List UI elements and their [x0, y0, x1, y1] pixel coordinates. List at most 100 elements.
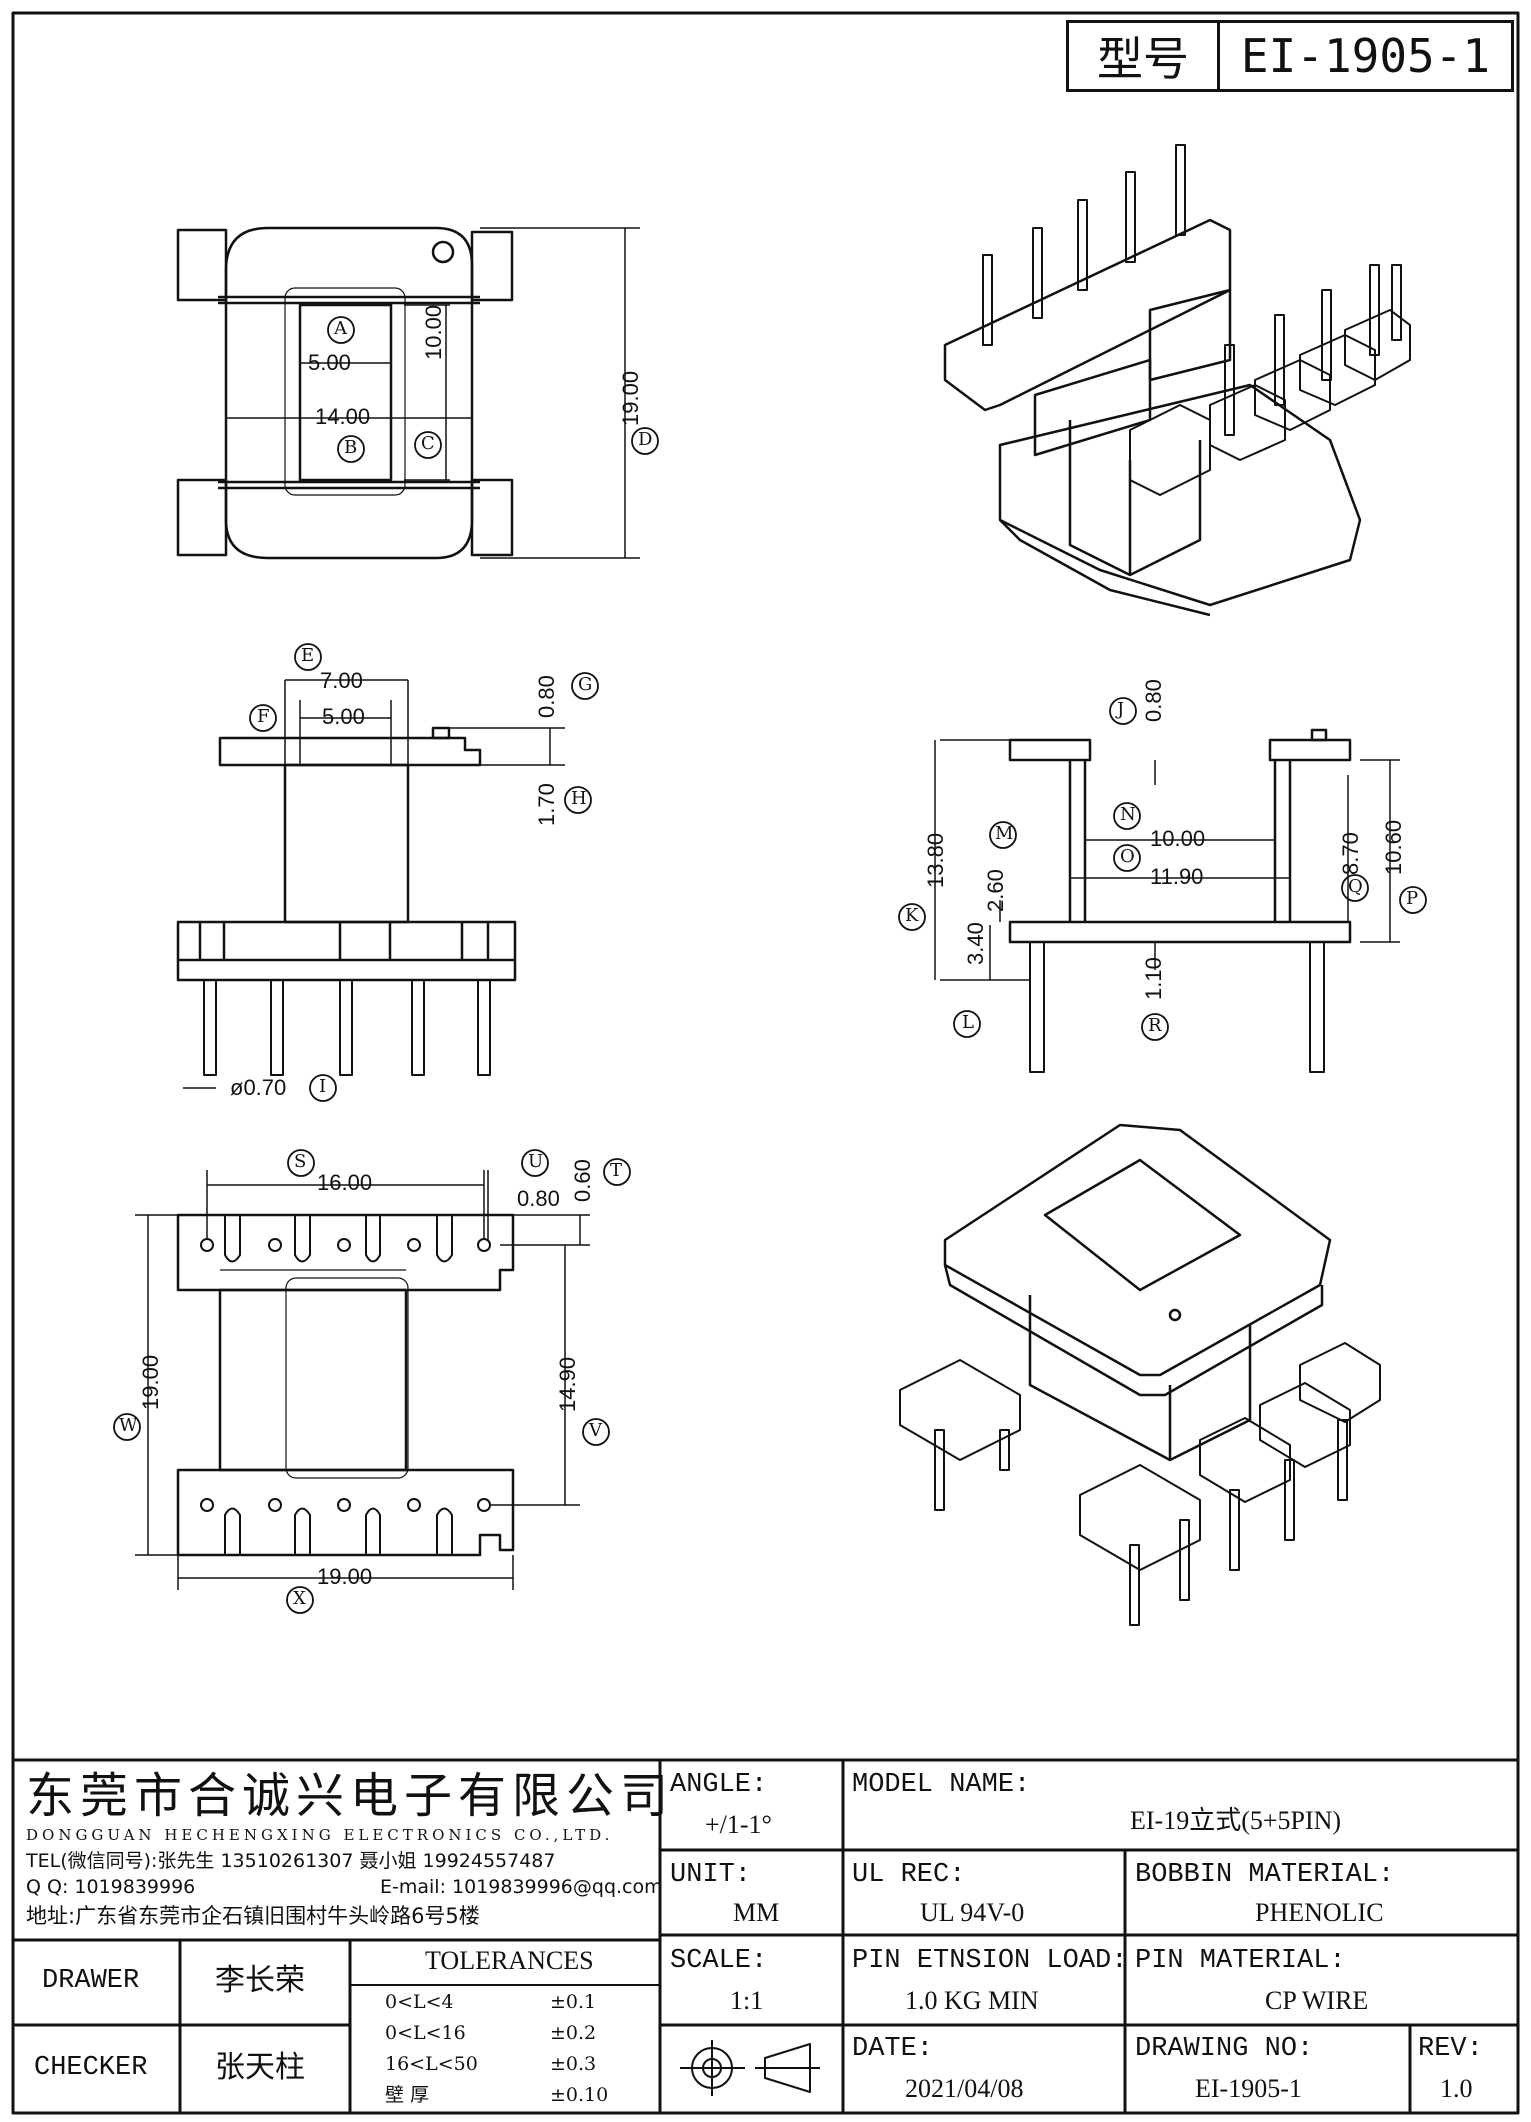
marker-r: R: [1148, 1015, 1162, 1036]
dim-k: 13.80: [923, 832, 948, 888]
marker-c: C: [421, 433, 435, 454]
top-view: [176, 226, 640, 560]
marker-w: W: [119, 1415, 138, 1436]
drawer-label: DRAWER: [42, 1966, 140, 1996]
date-label: DATE:: [852, 2034, 934, 2064]
front-view: [934, 728, 1400, 1073]
model-code-label: 型号: [1069, 23, 1220, 89]
tolerance-value-2: ±0.2: [550, 2022, 597, 2044]
tolerance-value-1: ±0.1: [550, 1991, 597, 2013]
dim-q: 8.70: [1338, 832, 1363, 875]
tolerances-label: TOLERANCES: [425, 1946, 594, 1975]
bobbin-material-label: BOBBIN MATERIAL:: [1135, 1860, 1395, 1890]
marker-f: F: [257, 706, 270, 727]
marker-v: V: [589, 1420, 602, 1441]
drawer-value: 李长荣: [215, 1963, 305, 1998]
dim-h: 1.70: [534, 783, 559, 826]
dim-b: 14.00: [315, 404, 371, 429]
tolerance-range-4: 壁 厚: [385, 2084, 430, 2106]
marker-d: D: [638, 429, 653, 450]
dim-j: 0.80: [1141, 679, 1166, 722]
company-tel: TEL(微信同号):张先生 13510261307 聂小姐 1992455748…: [26, 1850, 556, 1872]
dim-i: ø0.70: [230, 1075, 287, 1100]
drawing-no-label: DRAWING NO:: [1135, 2034, 1314, 2064]
marker-u: U: [528, 1151, 544, 1172]
drawing-frame: [11, 11, 1520, 2115]
tolerance-value-4: ±0.10: [550, 2084, 609, 2106]
ul-rec-value: UL 94V-0: [920, 1898, 1025, 1927]
dim-v: 14.90: [555, 1356, 580, 1412]
marker-n: N: [1120, 804, 1136, 825]
isometric-view-top: [943, 144, 1411, 617]
dim-c: 10.00: [421, 304, 446, 360]
angle-value: +/1-1°: [705, 1810, 772, 1839]
marker-h: H: [571, 788, 587, 809]
marker-p: P: [1406, 888, 1419, 909]
unit-label: UNIT:: [670, 1860, 752, 1890]
marker-circles: [113, 316, 1427, 1614]
dim-o: 11.90: [1150, 864, 1204, 889]
marker-i: I: [319, 1076, 327, 1097]
company-address: 地址:广东省东莞市企石镇旧围村牛头岭路6号5楼: [26, 1904, 480, 1928]
ul-rec-label: UL REC:: [852, 1860, 966, 1890]
date-value: 2021/04/08: [905, 2074, 1024, 2103]
isometric-view-bottom: [899, 1123, 1381, 1626]
dim-r: 1.10: [1141, 957, 1166, 1000]
projection-symbol-icon: [680, 2040, 820, 2096]
checker-label: CHECKER: [34, 2053, 148, 2083]
marker-m: M: [995, 823, 1014, 844]
dim-t: 0.60: [570, 1159, 595, 1202]
dim-f: 5.00: [322, 704, 365, 729]
company-name-en: DONGGUAN HECHENGXING ELECTRONICS CO.,LTD…: [26, 1826, 614, 1844]
bottom-view: [135, 1170, 590, 1590]
tolerance-range-3: 16<L<50: [385, 2053, 478, 2075]
dim-m: 2.60: [983, 869, 1008, 912]
unit-value: MM: [733, 1898, 780, 1927]
title-block-grid: [13, 1758, 1518, 2113]
dim-a: 5.00: [308, 350, 351, 375]
company-qq: Q Q: 1019839996: [26, 1876, 196, 1898]
side-view: [176, 679, 565, 1089]
marker-a: A: [334, 318, 347, 339]
angle-label: ANGLE:: [670, 1770, 768, 1800]
dim-g: 0.80: [534, 675, 559, 718]
marker-j: J: [1117, 699, 1125, 720]
dim-e: 7.00: [320, 668, 363, 693]
company-email: E-mail: 1019839996@qq.com: [380, 1876, 663, 1898]
model-code-box: 型号 EI-1905-1: [1066, 20, 1514, 92]
marker-o: O: [1120, 846, 1135, 867]
rev-value: 1.0: [1440, 2074, 1473, 2103]
marker-b: B: [344, 437, 358, 458]
marker-e: E: [301, 645, 315, 666]
dim-d: 19.00: [618, 370, 643, 426]
marker-s: S: [294, 1151, 307, 1172]
marker-g: G: [578, 674, 593, 695]
dim-u: 0.80: [517, 1186, 560, 1211]
company-name-cn: 东莞市合诚兴电子有限公司: [26, 1768, 675, 1824]
dim-p: 10.60: [1381, 819, 1406, 875]
pin-material-label: PIN MATERIAL:: [1135, 1946, 1346, 1976]
marker-x: X: [293, 1588, 306, 1609]
checker-value: 张天柱: [215, 2050, 305, 2085]
dim-w: 19.00: [138, 1354, 163, 1410]
dim-l: 3.40: [963, 922, 988, 965]
marker-q: Q: [1348, 876, 1363, 897]
rev-label: REV:: [1418, 2034, 1483, 2064]
model-name-value: EI-19立式(5+5PIN): [1130, 1806, 1342, 1835]
pin-load-label: PIN ETNSION LOAD:: [852, 1946, 1128, 1976]
pin-load-value: 1.0 KG MIN: [905, 1986, 1039, 2015]
tolerance-value-3: ±0.3: [550, 2053, 597, 2075]
marker-k: K: [905, 905, 919, 926]
marker-t: T: [610, 1160, 623, 1181]
tolerance-range-2: 0<L<16: [385, 2022, 466, 2044]
drawing-no-value: EI-1905-1: [1195, 2074, 1302, 2103]
scale-value: 1:1: [730, 1986, 764, 2015]
bobbin-material-value: PHENOLIC: [1255, 1898, 1384, 1927]
dim-x: 19.00: [317, 1564, 373, 1589]
scale-label: SCALE:: [670, 1946, 768, 1976]
dim-s: 16.00: [317, 1170, 373, 1195]
tolerance-range-1: 0<L<4: [385, 1991, 454, 2013]
pin-material-value: CP WIRE: [1265, 1986, 1369, 2015]
marker-l: L: [962, 1012, 974, 1033]
